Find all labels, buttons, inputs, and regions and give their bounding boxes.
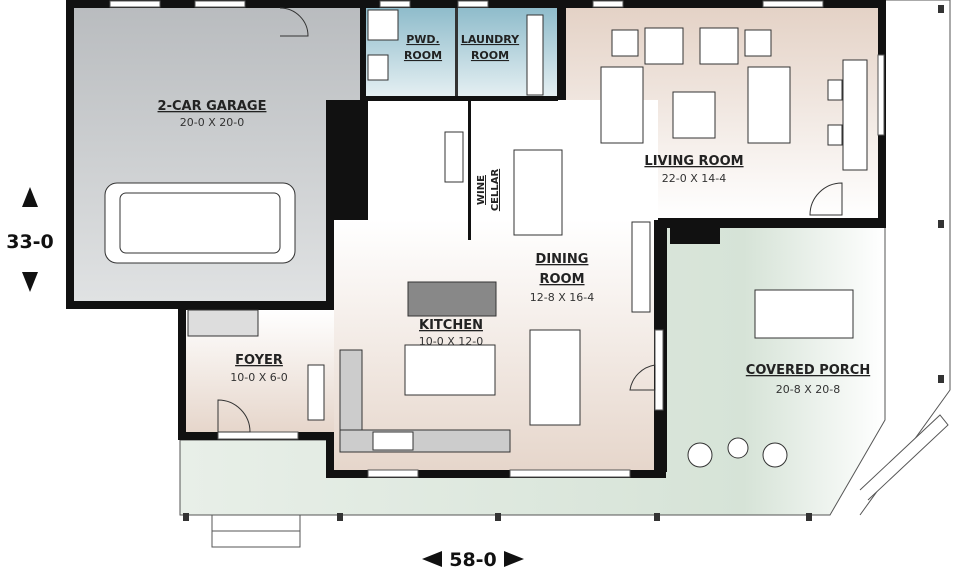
coffee-table (672, 91, 716, 139)
range-hood (407, 281, 497, 317)
foyer-label: FOYER (235, 353, 283, 368)
door-swing (279, 7, 309, 37)
bench (307, 364, 325, 421)
wine-cellar-label: WINE (476, 175, 487, 205)
garage (66, 0, 368, 309)
porch-step (211, 530, 301, 548)
covered-porch (179, 0, 951, 548)
garage-label: 2-CAR GARAGE (158, 99, 267, 114)
sofa (747, 66, 791, 144)
car-icon (104, 182, 296, 264)
foyer-size: 10-0 X 6-0 (230, 371, 287, 384)
dining-room-label-2: ROOM (539, 272, 584, 287)
depth-dimension: 33-0 (6, 231, 54, 253)
arrow-up-icon (22, 187, 38, 207)
vanity-sink-icon (367, 54, 389, 81)
kitchen-island (404, 344, 496, 396)
furniture (187, 9, 868, 468)
porch-step (211, 514, 301, 532)
powder-room-label-2: ROOM (404, 49, 442, 62)
kitchen-label: KITCHEN (419, 318, 483, 333)
wine-cellar-label-2: CELLAR (490, 169, 501, 212)
closet (187, 309, 259, 337)
laundry-room-label: LAUNDRY (461, 33, 520, 46)
washer-dryer (526, 14, 544, 96)
porch-table (754, 289, 854, 339)
covered-porch-size: 20-8 X 20-8 (776, 383, 840, 396)
dining-room-label: DINING (536, 252, 589, 267)
porch-columns (183, 5, 944, 521)
desk (842, 59, 868, 171)
door-swing (809, 182, 843, 216)
sink-icon (372, 431, 414, 451)
stairs (513, 149, 563, 236)
living-room-label: LIVING ROOM (644, 154, 743, 169)
door-swing (217, 399, 251, 433)
dining-room-size: 12-8 X 16-4 (530, 291, 594, 304)
covered-porch-label: COVERED PORCH (746, 363, 870, 378)
dining-table (529, 329, 581, 426)
garage-size: 20-0 X 20-0 (180, 116, 244, 129)
living-room-size: 22-0 X 14-4 (662, 172, 726, 185)
door-swing (629, 364, 656, 391)
powder-room-label: PWD. (406, 33, 440, 46)
arrow-right-icon (504, 551, 524, 567)
sofa (600, 66, 644, 144)
laundry-room-label-2: ROOM (471, 49, 509, 62)
arrow-left-icon (422, 551, 442, 567)
counter (339, 429, 511, 453)
windows (109, 0, 885, 478)
arrow-down-icon (22, 272, 38, 292)
fireplace (670, 218, 720, 244)
kitchen-size: 10-0 X 12-0 (419, 335, 483, 348)
width-dimension: 58-0 (449, 549, 497, 569)
toilet-icon (367, 9, 399, 41)
